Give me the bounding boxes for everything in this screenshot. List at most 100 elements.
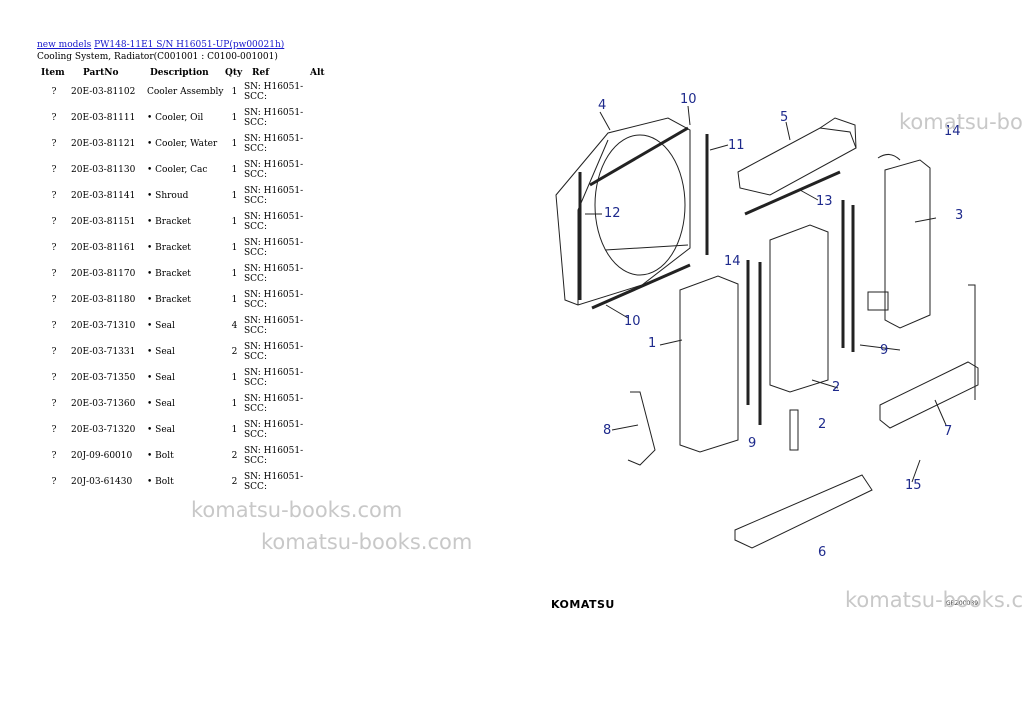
ref-cell: SN: H16051-SCC: bbox=[244, 394, 304, 414]
ref-cell: SN: H16051-SCC: bbox=[244, 134, 304, 154]
item-cell: ? bbox=[51, 399, 57, 409]
qty-cell: 2 bbox=[231, 451, 238, 461]
callout-label: 7 bbox=[944, 424, 953, 439]
watermark-4: komatsu-books.com bbox=[845, 588, 1024, 612]
partno-cell: 20E-03-71331 bbox=[71, 347, 136, 357]
description-cell: • Bracket bbox=[147, 217, 191, 227]
partno-cell: 20E-03-81161 bbox=[71, 243, 136, 253]
qty-cell: 1 bbox=[231, 243, 238, 253]
breadcrumb: new models PW148-11E1 S/N H16051-UP(pw00… bbox=[37, 40, 284, 50]
alt-cell bbox=[310, 157, 330, 183]
cooler-3-part bbox=[867, 154, 931, 329]
partno-cell: 20E-03-71310 bbox=[71, 321, 136, 331]
ref-cell: SN: H16051-SCC: bbox=[244, 316, 304, 336]
qty-cell: 1 bbox=[231, 373, 238, 383]
alt-cell bbox=[310, 339, 330, 365]
alt-cell bbox=[310, 391, 330, 417]
ref-cell: SN: H16051-SCC: bbox=[244, 238, 304, 258]
callout-label: 15 bbox=[905, 478, 922, 493]
partno-cell: 20E-03-81170 bbox=[71, 269, 136, 279]
description-cell: • Seal bbox=[147, 373, 175, 383]
partno-cell: 20E-03-81111 bbox=[71, 113, 136, 123]
watermark-2: komatsu-books.com bbox=[261, 530, 473, 554]
partno-cell: 20E-03-81130 bbox=[71, 165, 136, 175]
item-cell: ? bbox=[51, 191, 57, 201]
alt-cell bbox=[310, 365, 330, 391]
description-cell: • Bracket bbox=[147, 269, 191, 279]
col-description-header: Description bbox=[150, 67, 209, 78]
qty-cell: 1 bbox=[231, 87, 238, 97]
cooler-2-part bbox=[769, 224, 829, 393]
ref-cell: SN: H16051-SCC: bbox=[244, 342, 304, 362]
callout-label: 5 bbox=[780, 110, 789, 125]
alt-cell bbox=[310, 417, 330, 443]
description-cell: • Cooler, Oil bbox=[147, 113, 204, 123]
alt-cell bbox=[310, 261, 330, 287]
callout-label: 6 bbox=[818, 545, 827, 560]
shroud-part bbox=[555, 117, 691, 306]
callout-label: 9 bbox=[748, 436, 757, 451]
item-cell: ? bbox=[51, 165, 57, 175]
breadcrumb-model-link[interactable]: PW148-11E1 S/N H16051-UP(pw00021h) bbox=[94, 40, 285, 50]
qty-cell: 1 bbox=[231, 217, 238, 227]
ref-cell: SN: H16051-SCC: bbox=[244, 82, 304, 102]
parts-table: Item PartNo Description Qty Ref Alt ?20E… bbox=[37, 66, 330, 495]
partno-cell: 20E-03-81121 bbox=[71, 139, 136, 149]
callout-label: 11 bbox=[728, 138, 745, 153]
bracket-6-part bbox=[734, 474, 873, 549]
qty-cell: 1 bbox=[231, 139, 238, 149]
ref-cell: SN: H16051-SCC: bbox=[244, 186, 304, 206]
item-cell: ? bbox=[51, 217, 57, 227]
qty-cell: 1 bbox=[231, 295, 238, 305]
partno-cell: 20E-03-71350 bbox=[71, 373, 136, 383]
ref-cell: SN: H16051-SCC: bbox=[244, 446, 304, 466]
ref-cell: SN: H16051-SCC: bbox=[244, 472, 304, 492]
qty-cell: 1 bbox=[231, 191, 238, 201]
description-cell: • Seal bbox=[147, 347, 175, 357]
col-alt-header: Alt bbox=[310, 67, 325, 78]
callout-label: 10 bbox=[680, 92, 697, 107]
ref-cell: SN: H16051-SCC: bbox=[244, 368, 304, 388]
callout-label: 14 bbox=[944, 124, 961, 139]
callout-label: 9 bbox=[880, 343, 889, 358]
description-cell: • Seal bbox=[147, 321, 175, 331]
bracket-5-part bbox=[737, 117, 857, 196]
breadcrumb-new-models-link[interactable]: new models bbox=[37, 40, 92, 50]
qty-cell: 2 bbox=[231, 347, 238, 357]
partno-cell: 20E-03-81180 bbox=[71, 295, 136, 305]
col-qty-header: Qty bbox=[225, 67, 243, 78]
qty-cell: 1 bbox=[231, 399, 238, 409]
item-cell: ? bbox=[51, 477, 57, 487]
figure-code: GRZ00039 bbox=[946, 600, 979, 607]
col-ref-header: Ref bbox=[252, 67, 270, 78]
ref-cell: SN: H16051-SCC: bbox=[244, 108, 304, 128]
qty-cell: 1 bbox=[231, 425, 238, 435]
partno-cell: 20J-09-60010 bbox=[71, 451, 133, 461]
callout-label: 2 bbox=[818, 417, 827, 432]
partno-cell: 20E-03-71320 bbox=[71, 425, 136, 435]
callout-label: 10 bbox=[624, 314, 641, 329]
item-cell: ? bbox=[51, 87, 57, 97]
alt-cell bbox=[310, 313, 330, 339]
description-cell: • Bracket bbox=[147, 243, 191, 253]
ref-cell: SN: H16051-SCC: bbox=[244, 420, 304, 440]
item-cell: ? bbox=[51, 321, 57, 331]
col-partno-header: PartNo bbox=[83, 67, 119, 78]
qty-cell: 4 bbox=[231, 321, 238, 331]
description-cell: • Seal bbox=[147, 399, 175, 409]
item-cell: ? bbox=[51, 295, 57, 305]
col-item-header: Item bbox=[41, 67, 65, 78]
partno-cell: 20E-03-81102 bbox=[71, 87, 136, 97]
partno-cell: 20E-03-71360 bbox=[71, 399, 136, 409]
